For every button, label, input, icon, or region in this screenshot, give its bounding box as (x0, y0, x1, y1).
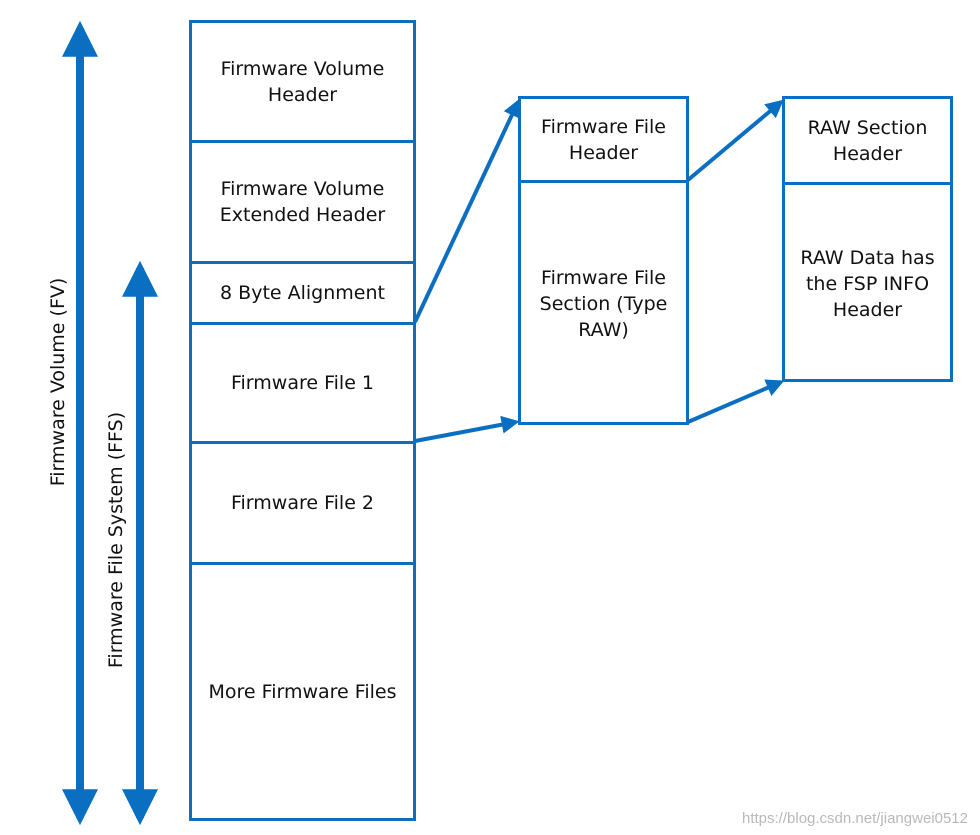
watermark-text: https://blog.csdn.net/jiangwei0512 (742, 810, 968, 827)
alignment-block: 8 Byte Alignment (189, 261, 416, 325)
fv-header-label: Firmware Volume Header (220, 57, 385, 106)
file-section-label: Firmware File Section (Type RAW) (539, 267, 668, 341)
file-header-block: Firmware File Header (518, 96, 689, 183)
fv-label: Firmware Volume (FV) (47, 278, 69, 487)
raw-data-label: RAW Data has the FSP INFO Header (800, 247, 935, 321)
firmware-file-1-label: Firmware File 1 (230, 372, 375, 394)
connector-alignment-to-file-header (413, 98, 521, 323)
raw-section-header-block: RAW Section Header (782, 96, 953, 185)
raw-data-block: RAW Data has the FSP INFO Header (782, 182, 953, 382)
file-section-block: Firmware File Section (Type RAW) (518, 180, 689, 425)
fv-extended-header-label: Firmware Volume Extended Header (219, 178, 386, 226)
raw-section-header-label: RAW Section Header (807, 116, 928, 165)
firmware-file-1-block: Firmware File 1 (189, 322, 416, 444)
more-files-block: More Firmware Files (189, 562, 416, 821)
connector-file1-to-file-bottom (414, 415, 520, 443)
connector-file-bottom-to-raw-bottom (687, 379, 785, 424)
firmware-file-2-block: Firmware File 2 (189, 441, 416, 565)
connector-file-header-to-raw-header (686, 99, 784, 182)
firmware-file-2-label: Firmware File 2 (230, 492, 375, 514)
file-header-label: Firmware File Header (541, 115, 666, 164)
fv-header-block: Firmware Volume Header (189, 20, 416, 143)
alignment-label: 8 Byte Alignment (220, 282, 385, 304)
more-files-label: More Firmware Files (208, 680, 397, 703)
fv-extended-header-block: Firmware Volume Extended Header (189, 140, 416, 264)
ffs-label: Firmware File System (FFS) (105, 412, 127, 668)
